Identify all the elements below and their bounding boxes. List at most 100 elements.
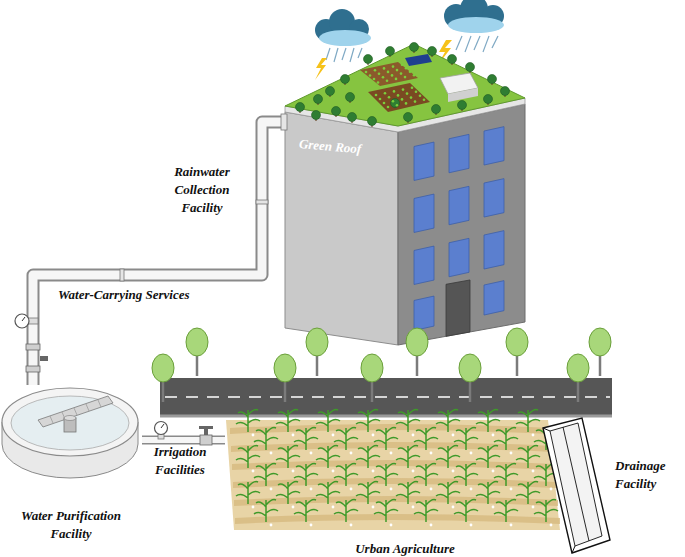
illustrated-node: Drainage Facility xyxy=(535,415,685,555)
crop-plant xyxy=(396,482,420,504)
crop xyxy=(373,78,376,81)
illustrated-node: Water Purification Facility xyxy=(0,385,142,550)
crop xyxy=(387,106,390,109)
crop-plant xyxy=(534,500,558,522)
crop xyxy=(415,91,418,94)
seed xyxy=(492,470,495,473)
facility-label: Water-Carrying Services xyxy=(58,286,258,304)
crop-plant xyxy=(356,410,380,432)
crop-plant xyxy=(494,500,518,522)
purification-tank xyxy=(2,388,138,478)
drainage-channel xyxy=(543,418,610,553)
crop xyxy=(384,92,387,95)
node-label: Drainage Facility xyxy=(615,457,683,493)
cloud xyxy=(437,0,504,66)
window xyxy=(414,194,434,232)
tree-row xyxy=(152,354,589,402)
tree-crown xyxy=(448,55,457,64)
tree-crown xyxy=(589,328,611,356)
seed xyxy=(430,524,433,527)
illustrated-node: Urban Agriculture xyxy=(225,410,560,557)
window xyxy=(449,238,469,276)
window xyxy=(484,127,504,165)
pipe-bore xyxy=(33,122,285,385)
seed xyxy=(270,488,273,491)
crop-plant xyxy=(276,446,300,468)
crop xyxy=(386,79,389,82)
building xyxy=(285,43,525,346)
crop xyxy=(400,72,403,75)
crop xyxy=(378,72,381,75)
crop-row xyxy=(235,514,560,524)
flange xyxy=(120,114,287,281)
tree-crown xyxy=(186,328,208,356)
tree-crown xyxy=(306,328,328,356)
seed xyxy=(452,434,455,437)
seed xyxy=(292,506,295,509)
crop xyxy=(405,102,408,105)
crop-plant xyxy=(476,410,500,432)
crop xyxy=(374,69,377,72)
crop-plant xyxy=(316,446,340,468)
tree-crown xyxy=(484,95,493,104)
pipe-wall xyxy=(142,436,225,445)
crop-plant xyxy=(316,410,340,432)
crop-plant xyxy=(454,500,478,522)
seed xyxy=(452,506,455,509)
valve xyxy=(26,344,48,372)
tree-crown xyxy=(459,354,481,382)
crop xyxy=(402,88,405,91)
pressure-gauge xyxy=(15,314,38,328)
roof-garden xyxy=(296,43,510,128)
seed xyxy=(332,470,335,473)
tree-crown xyxy=(152,354,174,382)
seed xyxy=(292,470,295,473)
crop xyxy=(397,94,400,97)
crop xyxy=(392,100,395,103)
tree-crown xyxy=(364,55,373,64)
tree-crown xyxy=(567,354,589,382)
tree-crown xyxy=(314,95,323,104)
window xyxy=(414,246,434,284)
crop xyxy=(391,74,394,77)
seed xyxy=(470,488,473,491)
tree-crown xyxy=(326,87,335,96)
seed xyxy=(492,434,495,437)
seed xyxy=(270,524,273,527)
seed xyxy=(550,524,553,527)
crop xyxy=(423,99,426,102)
seed xyxy=(270,452,273,455)
tree-crown xyxy=(406,328,428,356)
seed xyxy=(412,434,415,437)
crop xyxy=(369,74,372,77)
seed xyxy=(470,452,473,455)
crop xyxy=(395,78,398,81)
valve xyxy=(199,426,213,445)
crop-plant xyxy=(254,500,278,522)
crop-plant xyxy=(414,500,438,522)
window-group xyxy=(414,127,504,337)
tree-crown xyxy=(348,113,357,122)
window xyxy=(414,142,434,180)
crop xyxy=(419,95,422,98)
crop xyxy=(392,65,395,68)
seed xyxy=(412,470,415,473)
seed xyxy=(510,524,513,527)
seed xyxy=(252,506,255,509)
pipe-wall xyxy=(33,122,285,385)
tree-crown xyxy=(488,75,497,84)
crop xyxy=(382,76,385,79)
crop-plant xyxy=(374,500,398,522)
tree-crown xyxy=(332,107,341,116)
seed xyxy=(350,524,353,527)
crop-plant xyxy=(276,410,300,432)
pipe-bore xyxy=(142,437,225,443)
seed xyxy=(430,488,433,491)
crop-plant xyxy=(236,482,260,504)
crop-plant xyxy=(476,482,500,504)
crop-plant xyxy=(356,446,380,468)
illustrated-node: Green Roof xyxy=(285,45,525,345)
crop-row xyxy=(231,442,552,452)
